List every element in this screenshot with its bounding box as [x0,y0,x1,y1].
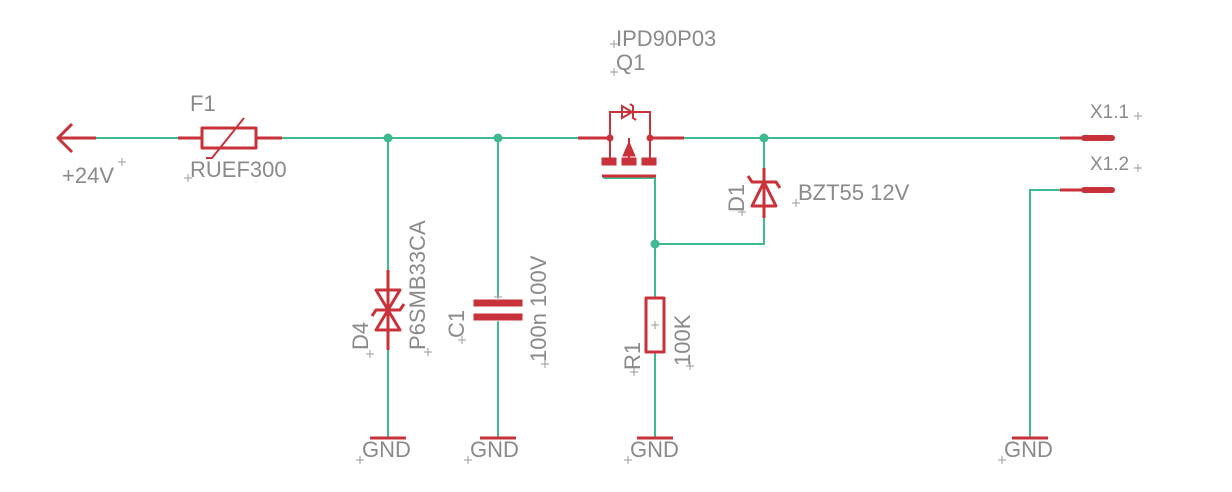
supply-symbol: +24V [56,122,126,188]
gnd-symbol: GND [464,436,519,464]
gnd-symbol: GND [998,436,1053,464]
tvs-lower-triangle-icon [374,308,402,332]
ground-symbols: GND GND GND GND [356,436,1053,464]
mosfet-value: IPD90P03 [616,26,716,51]
body-diode-icon [621,104,634,120]
resistor-body [644,296,666,354]
connector-pin1-label: X1.1 [1090,102,1129,123]
zener-value: BZT55 12V [798,180,910,205]
tvs-ref: D4 [348,322,373,350]
zener-diode-d1: D1 BZT55 12V [724,168,910,218]
capacitor-c1: C1 100n 100V [444,255,551,368]
gnd-label: GND [630,437,679,462]
gnd-label: GND [1004,437,1053,462]
mosfet-ref: Q1 [616,50,645,75]
wire-gate [603,177,656,297]
tvs-diode-d4: D4 P6SMB33CA [348,220,432,358]
cap-ref: C1 [444,310,469,338]
connector-pin2-label: X1.2 [1090,154,1129,175]
resistor-ref: R1 [620,342,645,370]
zener-triangle-icon [750,180,778,208]
cap-plate-bottom [473,313,523,321]
supply-label: +24V [62,163,114,188]
resistor-r1: R1 100K [620,296,695,376]
mosfet-q1: IPD90P03 Q1 [578,26,716,178]
tvs-value: P6SMB33CA [405,220,430,350]
wire-zener-anode [654,217,765,245]
gnd-label: GND [362,437,411,462]
gnd-label: GND [470,437,519,462]
fuse-body [200,126,258,150]
wires [67,137,1061,439]
junction-dot [383,133,393,143]
junction-dot [650,239,660,249]
junctions [383,133,769,249]
tvs-upper-triangle-icon [374,288,402,312]
fuse-value: RUEF300 [190,157,287,182]
ptc-slash-icon [206,117,245,159]
connector-x1: X1.1 X1.2 [1060,102,1142,193]
cap-value: 100n 100V [526,255,551,362]
wire-connector-pin2 [1029,189,1061,439]
fuse-f1: F1 RUEF300 [178,91,287,182]
gnd-symbol: GND [356,436,411,464]
gnd-symbol: GND [624,436,679,464]
supply-arrow-icon [56,122,74,154]
junction-dot [759,133,769,143]
fuse-ref: F1 [190,91,216,116]
channel-arrow-icon [622,140,636,157]
junction-dot [493,133,503,143]
resistor-value: 100K [670,314,695,366]
zener-ref: D1 [724,184,749,212]
